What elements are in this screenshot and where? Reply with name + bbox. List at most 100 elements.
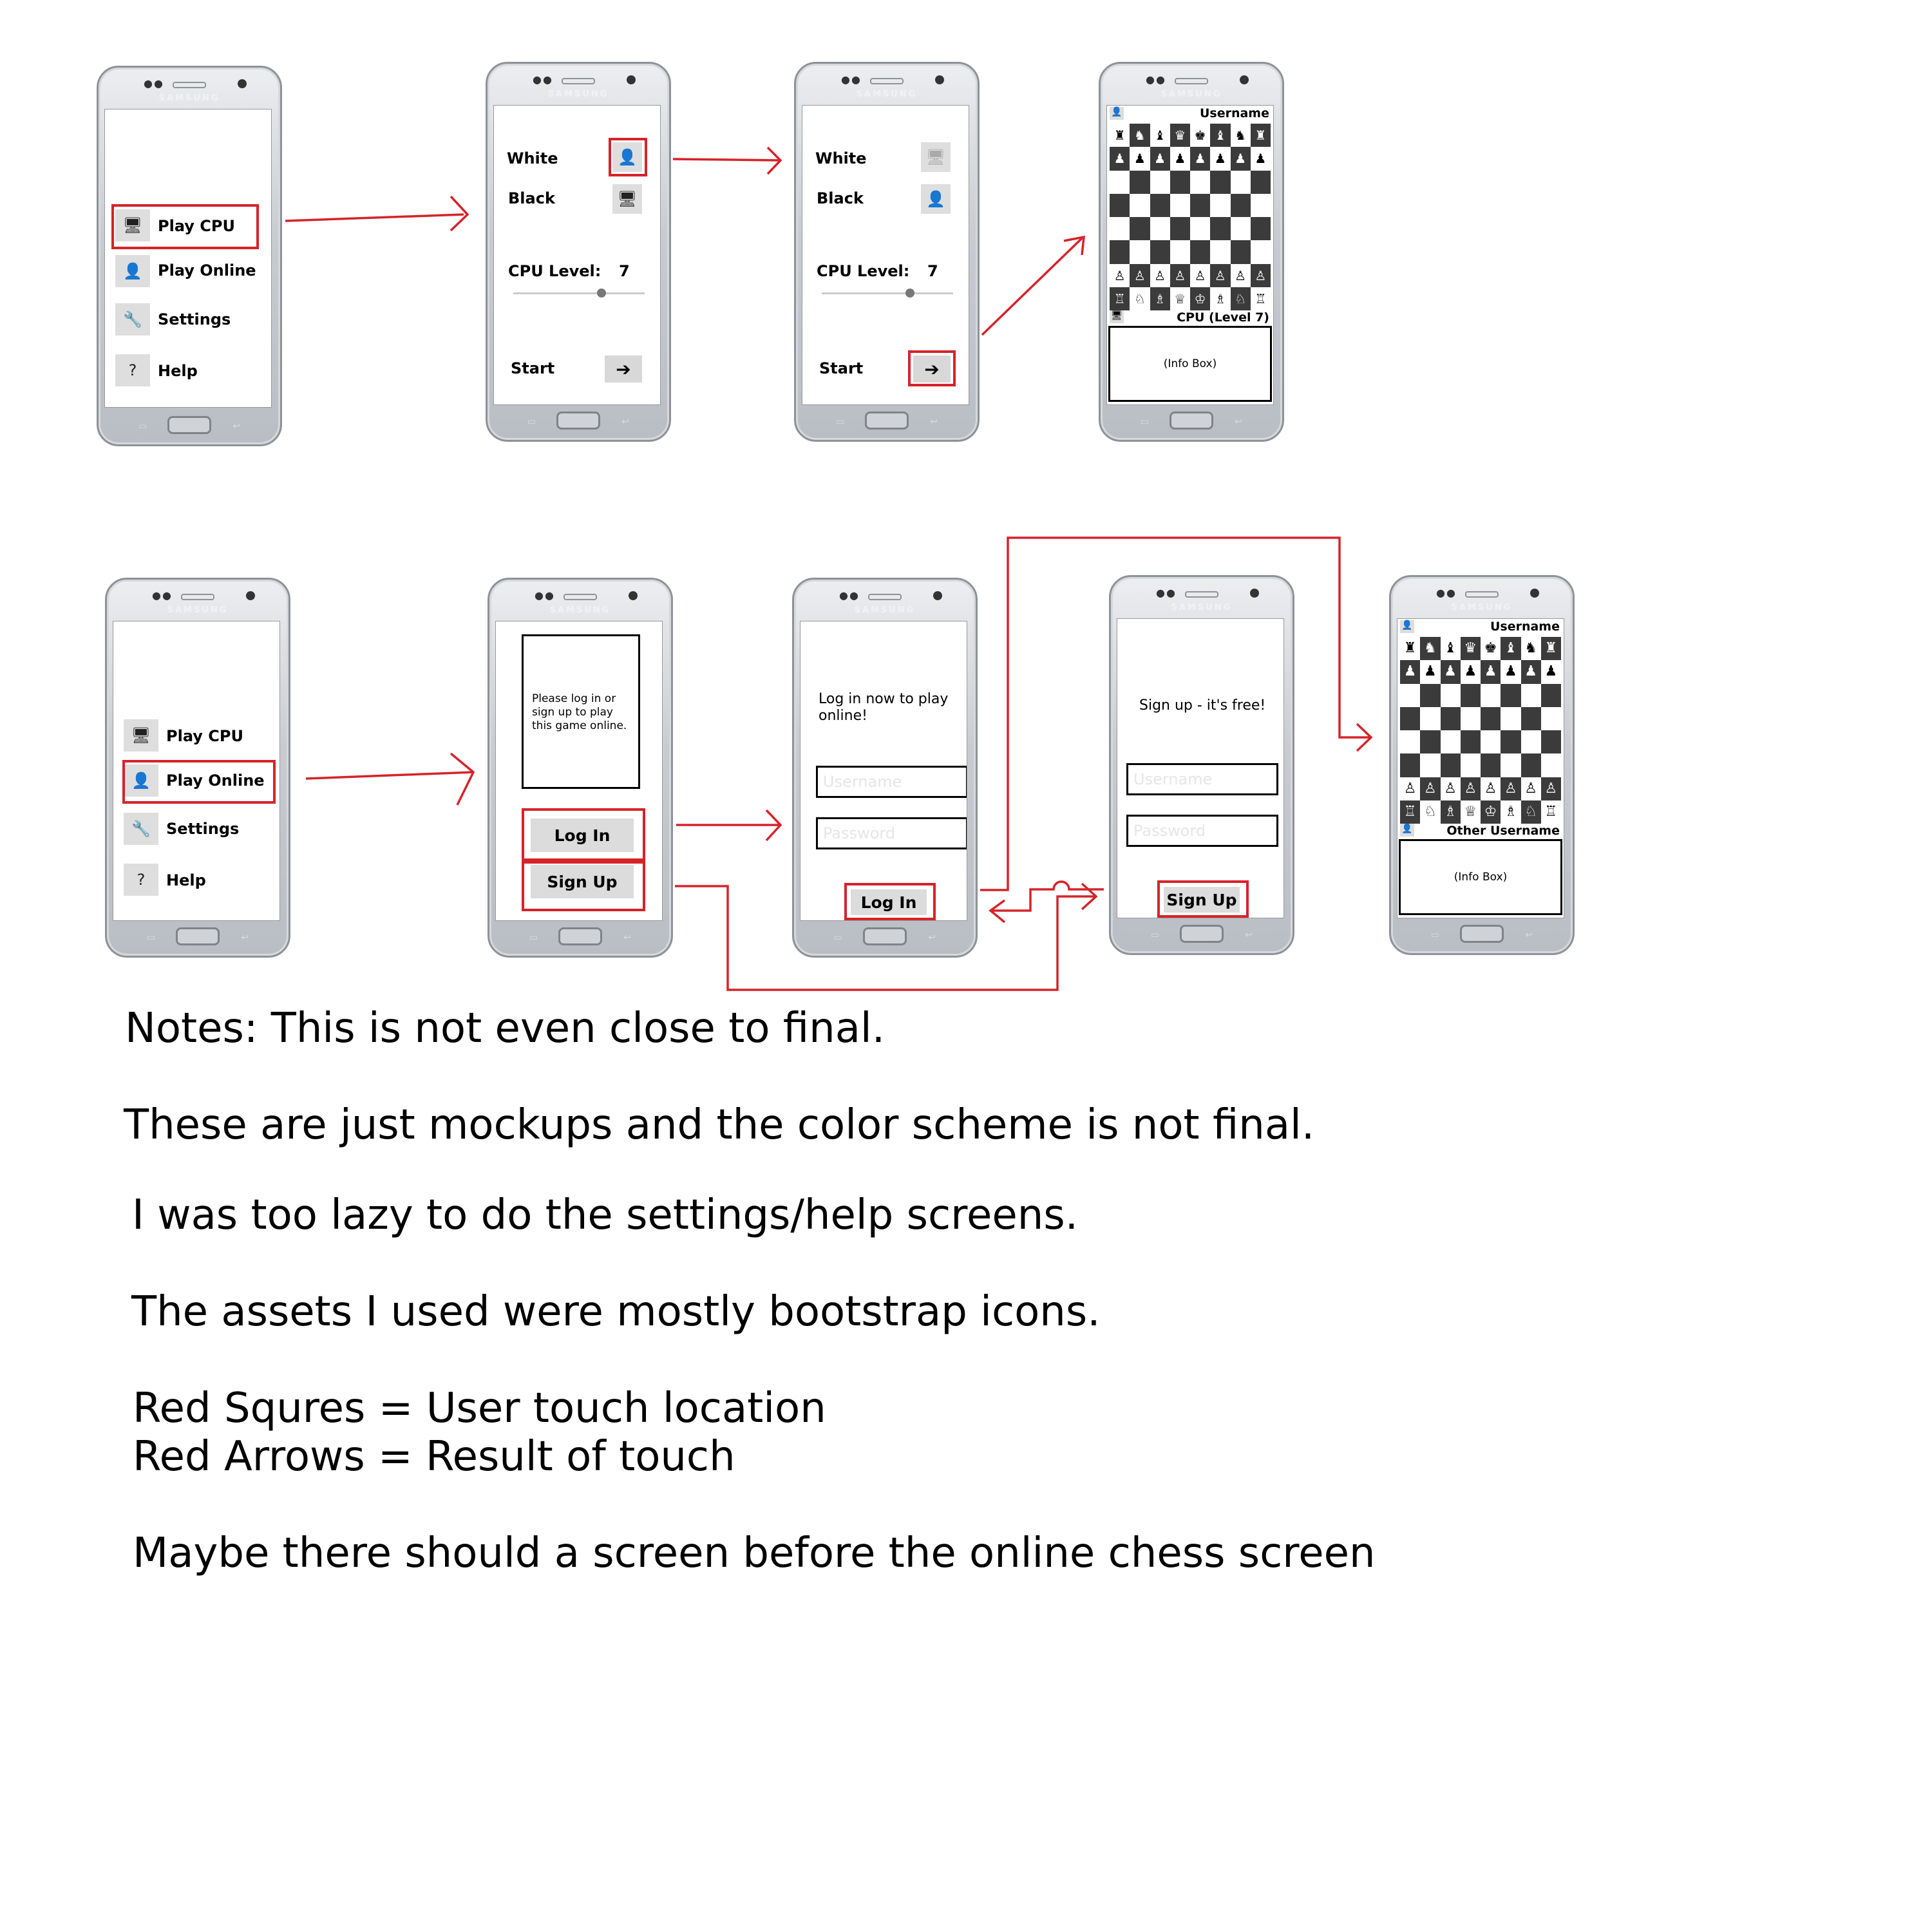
chess-piece[interactable]: ♙ — [1154, 267, 1166, 283]
menu-play-cpu-label[interactable]: Play CPU — [166, 727, 243, 745]
board-square[interactable]: ♜ — [1250, 124, 1271, 147]
board-square[interactable] — [1150, 240, 1170, 264]
board-square[interactable] — [1230, 217, 1251, 241]
board-square[interactable]: ♟ — [1400, 660, 1421, 684]
board-square[interactable]: ♟ — [1130, 147, 1150, 171]
board-square[interactable] — [1210, 170, 1231, 194]
chess-piece[interactable]: ♟ — [1464, 663, 1477, 680]
chess-piece[interactable]: ♙ — [1113, 267, 1126, 283]
board-square[interactable]: ♚ — [1190, 124, 1211, 147]
chess-piece[interactable]: ♟ — [1154, 151, 1166, 167]
board-square[interactable]: ♟ — [1210, 147, 1231, 171]
chess-piece[interactable]: ♛ — [1464, 640, 1477, 657]
board-square[interactable]: ♘ — [1420, 800, 1441, 824]
board-square[interactable] — [1210, 193, 1231, 217]
board-square[interactable]: ♟ — [1250, 147, 1271, 171]
board-square[interactable] — [1250, 170, 1271, 194]
chess-piece[interactable]: ♘ — [1235, 290, 1247, 307]
board-square[interactable] — [1520, 753, 1541, 777]
board-square[interactable]: ♗ — [1440, 800, 1461, 824]
board-square[interactable]: ♙ — [1230, 263, 1251, 287]
board-square[interactable]: ♞ — [1130, 124, 1150, 147]
board-square[interactable]: ♖ — [1540, 800, 1561, 824]
board-square[interactable]: ♙ — [1540, 777, 1561, 800]
chess-piece[interactable]: ♙ — [1235, 267, 1247, 283]
board-square[interactable] — [1420, 753, 1441, 777]
board-square[interactable] — [1420, 706, 1441, 730]
chess-piece[interactable]: ♙ — [1464, 780, 1477, 797]
board-square[interactable]: ♙ — [1130, 263, 1150, 287]
chess-piece[interactable]: ♙ — [1403, 780, 1417, 797]
board-square[interactable]: ♟ — [1190, 147, 1211, 171]
board-square[interactable]: ♙ — [1481, 777, 1501, 800]
chess-piece[interactable]: ♘ — [1524, 803, 1537, 820]
board-square[interactable] — [1460, 730, 1481, 754]
chess-piece[interactable]: ♙ — [1255, 267, 1267, 283]
chess-piece[interactable]: ♙ — [1544, 780, 1558, 797]
board-square[interactable]: ♟ — [1540, 660, 1561, 684]
chess-piece[interactable]: ♟ — [1113, 151, 1126, 167]
board-square[interactable]: ♝ — [1150, 124, 1170, 147]
board-square[interactable] — [1420, 730, 1441, 754]
cpu-level-slider-knob[interactable] — [905, 289, 914, 298]
chess-piece[interactable]: ♙ — [1214, 267, 1226, 283]
board-square[interactable]: ♙ — [1440, 777, 1461, 800]
board-square[interactable] — [1440, 730, 1461, 754]
board-square[interactable] — [1210, 217, 1231, 241]
chess-piece[interactable]: ♙ — [1484, 780, 1497, 797]
chess-piece[interactable]: ♕ — [1464, 803, 1477, 820]
board-square[interactable] — [1150, 193, 1170, 217]
board-square[interactable] — [1400, 706, 1421, 730]
board-square[interactable]: ♝ — [1210, 124, 1231, 147]
chess-piece[interactable]: ♞ — [1524, 640, 1537, 657]
chess-piece[interactable]: ♝ — [1214, 128, 1226, 144]
board-square[interactable] — [1501, 753, 1521, 777]
chess-piece[interactable]: ♟ — [1194, 151, 1206, 167]
chess-piece[interactable]: ♟ — [1403, 663, 1417, 680]
password-field[interactable]: Password — [1126, 815, 1278, 847]
board-square[interactable] — [1250, 193, 1271, 217]
board-square[interactable] — [1130, 240, 1150, 264]
chess-piece[interactable]: ♙ — [1133, 267, 1146, 283]
chess-piece[interactable]: ♞ — [1235, 128, 1247, 144]
board-square[interactable] — [1481, 753, 1501, 777]
start-arrow-button[interactable]: ➔ — [605, 355, 642, 383]
board-square[interactable] — [1481, 706, 1501, 730]
chess-piece[interactable]: ♜ — [1255, 128, 1267, 144]
cpu-level-slider[interactable] — [822, 292, 953, 294]
monitor-icon[interactable]: 🖥 — [612, 184, 642, 214]
chess-piece[interactable]: ♔ — [1484, 803, 1497, 820]
board-square[interactable]: ♕ — [1170, 287, 1190, 310]
menu-play-cpu-label[interactable]: Play CPU — [158, 217, 235, 235]
chess-piece[interactable]: ♟ — [1235, 151, 1247, 167]
chess-piece[interactable]: ♟ — [1504, 663, 1517, 680]
board-square[interactable]: ♟ — [1420, 660, 1441, 684]
user-icon[interactable]: 👤 — [921, 184, 951, 214]
board-square[interactable]: ♟ — [1460, 660, 1481, 684]
menu-play-online-label[interactable]: Play Online — [166, 772, 265, 790]
board-square[interactable] — [1150, 217, 1170, 241]
chess-piece[interactable]: ♔ — [1194, 290, 1206, 307]
chess-piece[interactable]: ♟ — [1544, 663, 1558, 680]
board-square[interactable]: ♙ — [1250, 263, 1271, 287]
board-square[interactable]: ♘ — [1230, 287, 1251, 310]
board-square[interactable] — [1540, 706, 1561, 730]
chess-piece[interactable]: ♞ — [1424, 640, 1437, 657]
chess-piece[interactable]: ♖ — [1113, 290, 1126, 307]
board-square[interactable] — [1520, 683, 1541, 707]
board-square[interactable] — [1420, 683, 1441, 707]
board-square[interactable]: ♘ — [1130, 287, 1150, 310]
board-square[interactable]: ♟ — [1170, 147, 1190, 171]
chess-board[interactable]: ♜♞♝♛♚♝♞♜♟♟♟♟♟♟♟♟♙♙♙♙♙♙♙♙♖♘♗♕♔♗♘♖ — [1400, 637, 1561, 824]
board-square[interactable] — [1110, 217, 1130, 241]
cpu-level-slider-knob[interactable] — [597, 289, 606, 298]
chess-piece[interactable]: ♚ — [1484, 640, 1497, 657]
board-square[interactable] — [1230, 170, 1251, 194]
chess-piece[interactable]: ♙ — [1194, 267, 1206, 283]
board-square[interactable] — [1170, 170, 1190, 194]
board-square[interactable]: ♕ — [1460, 800, 1481, 824]
board-square[interactable] — [1110, 193, 1130, 217]
log-in-submit-button[interactable]: Log In — [851, 889, 927, 915]
board-square[interactable] — [1190, 217, 1211, 241]
chess-piece[interactable]: ♟ — [1255, 151, 1267, 167]
